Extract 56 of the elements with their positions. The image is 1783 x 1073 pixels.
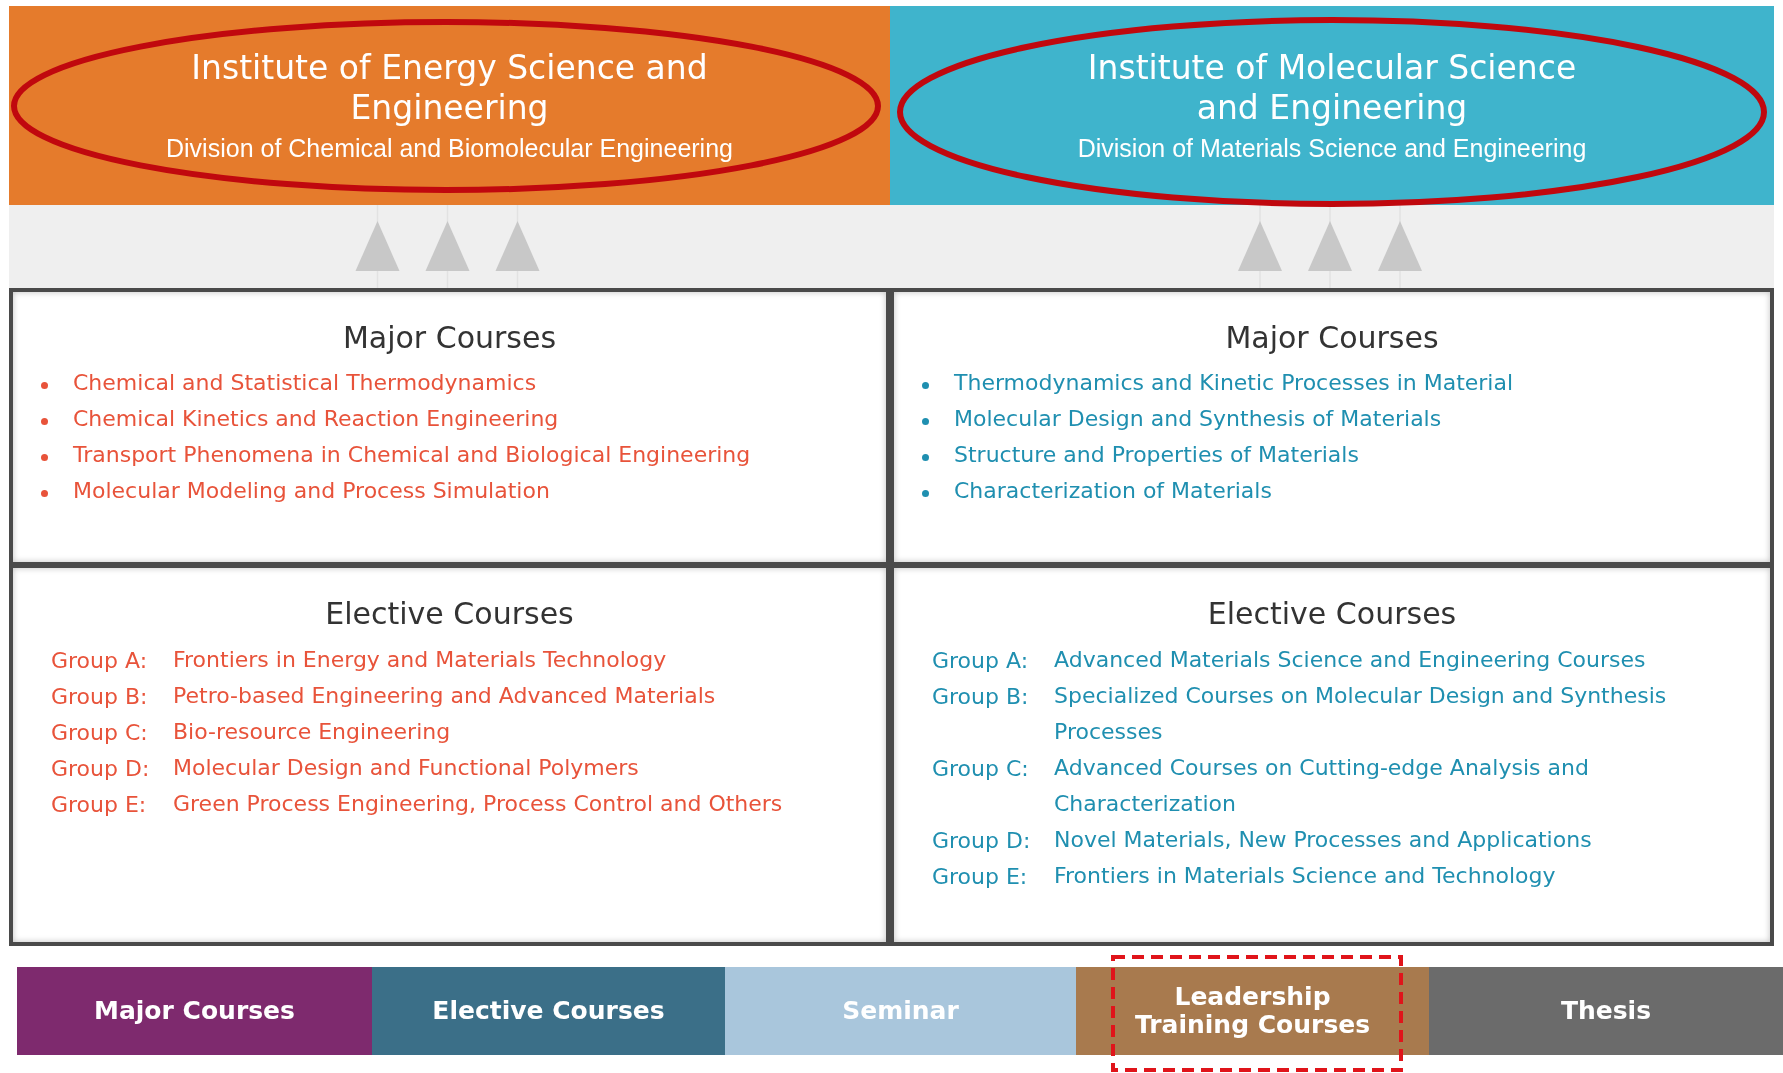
group-label: Group B: xyxy=(932,684,1029,709)
group-label: Group C: xyxy=(932,756,1029,781)
arrow xyxy=(495,204,540,289)
division-subtitle: Division of Chemical and Biomolecular Engineering xyxy=(166,134,733,163)
bullet-item: Molecular Modeling and Process Simulation xyxy=(73,478,550,503)
bullet-item: Molecular Design and Synthesis of Materials xyxy=(954,406,1442,431)
group-label: Group D: xyxy=(51,756,150,781)
program-block xyxy=(1076,967,1429,1055)
arrow xyxy=(1238,204,1282,289)
group-description: Frontiers in Materials Science and Technology xyxy=(1054,862,1557,890)
arrow xyxy=(1308,204,1352,289)
panel-heading: Elective Courses xyxy=(1206,596,1458,631)
group-description: Specialized Courses on Molecular Design and Synthesis Processes xyxy=(1054,682,1668,746)
block-label: Thesis xyxy=(1559,997,1653,1025)
institute-title: Institute of Molecular Science and Engineering xyxy=(1086,48,1578,128)
division-subtitle: Division of Materials Science and Engineering xyxy=(1077,134,1587,163)
bullet-item: Structure and Properties of Materials xyxy=(954,442,1359,467)
group-label: Group D: xyxy=(932,828,1031,853)
program-block xyxy=(725,967,1076,1055)
block-label: Major Courses xyxy=(93,997,296,1025)
course-panel xyxy=(890,564,1774,946)
bullet-item: Characterization of Materials xyxy=(954,478,1272,503)
bullet-item: Transport Phenomena in Chemical and Biological Engineering xyxy=(73,442,751,467)
group-label: Group B: xyxy=(51,684,148,709)
group-description: Novel Materials, New Processes and Applications xyxy=(1054,826,1593,854)
group-description: Green Process Engineering, Process Control and Others xyxy=(173,790,784,818)
group-description: Petro-based Engineering and Advanced Materials xyxy=(173,682,717,710)
arrow xyxy=(425,204,470,289)
group-description: Frontiers in Energy and Materials Technology xyxy=(173,646,668,674)
bullet-item: Thermodynamics and Kinetic Processes in Material xyxy=(954,370,1514,395)
group-description: Advanced Materials Science and Engineering Courses xyxy=(1054,646,1647,674)
group-label: Group A: xyxy=(51,648,148,673)
group-label: Group A: xyxy=(932,648,1029,673)
program-block xyxy=(17,967,372,1055)
panel-heading: Major Courses xyxy=(341,320,558,355)
group-description: Molecular Design and Functional Polymers xyxy=(173,754,640,782)
arrow xyxy=(1378,204,1422,289)
panel-heading: Elective Courses xyxy=(324,596,575,631)
block-label: Elective Courses xyxy=(431,997,666,1025)
group-label: Group E: xyxy=(932,864,1028,889)
panel-heading: Major Courses xyxy=(1224,320,1440,355)
group-description: Advanced Courses on Cutting-edge Analysis and Characterization xyxy=(1054,754,1590,818)
course-panel xyxy=(9,288,890,566)
group-label: Group E: xyxy=(51,792,147,817)
group-description: Bio-resource Engineering xyxy=(173,718,452,746)
bullet-item: Chemical Kinetics and Reaction Engineering xyxy=(73,406,559,431)
course-panel xyxy=(890,288,1774,566)
group-label: Group C: xyxy=(51,720,148,745)
bullet-item: Chemical and Statistical Thermodynamics xyxy=(73,370,537,395)
program-block xyxy=(1429,967,1783,1055)
institute-title: Institute of Energy Science and Engineering xyxy=(190,48,709,128)
arrow xyxy=(355,204,400,289)
block-label: Seminar xyxy=(841,997,960,1025)
course-panel xyxy=(9,564,890,946)
block-label: Leadership Training Courses xyxy=(1133,983,1372,1039)
program-block xyxy=(372,967,725,1055)
